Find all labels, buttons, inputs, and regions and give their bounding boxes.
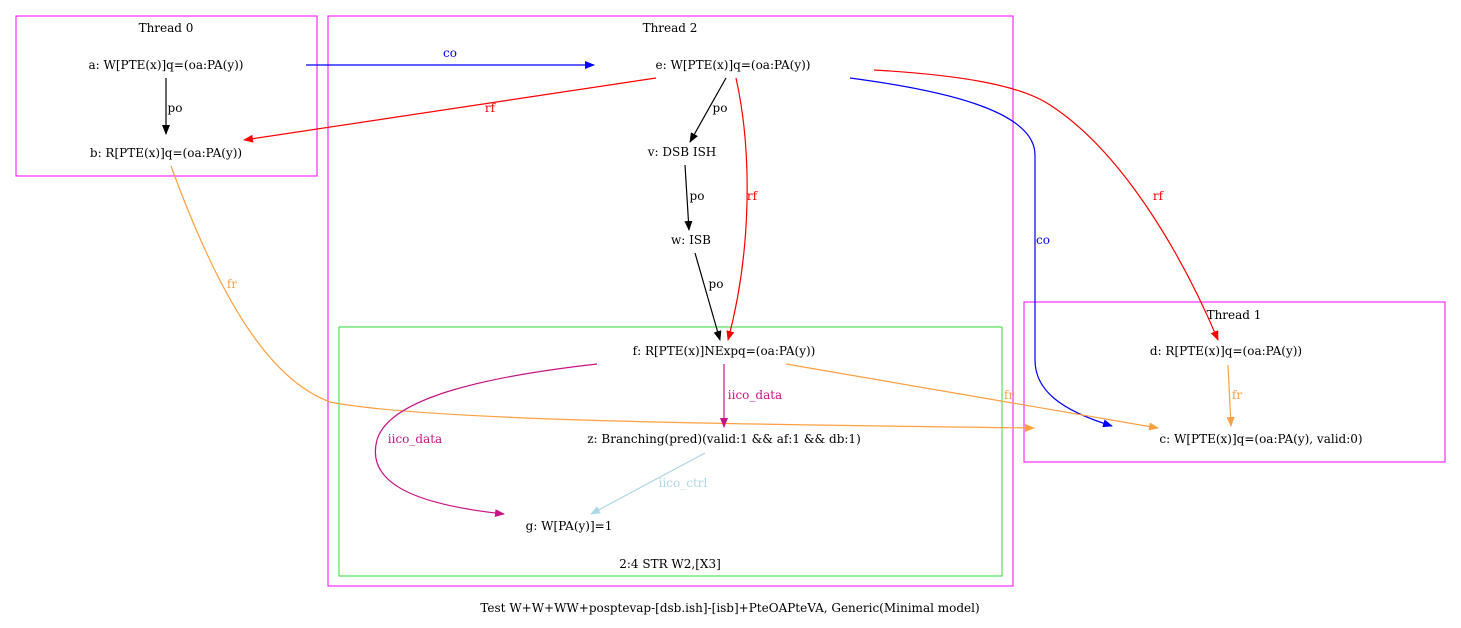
edge-w-f-po-label: po xyxy=(709,277,724,291)
edge-e-d-rf xyxy=(873,69,1219,341)
edge-e-c-co xyxy=(849,77,1113,428)
edge-e-b-rf xyxy=(243,77,657,143)
graph-caption: Test W+W+WW+posptevap-[dsb.ish]-[isb]+Pt… xyxy=(480,601,979,615)
node-z: z: Branching(pred)(valid:1 && af:1 && db… xyxy=(587,432,861,446)
edge-e-d-rf-label: rf xyxy=(1153,189,1165,203)
edge-f-c-fr-label: fr xyxy=(1004,388,1014,402)
thread1-cluster xyxy=(1023,301,1446,463)
edge-e-b-rf-label: rf xyxy=(485,101,497,115)
edge-z-g-iico-ctrl xyxy=(590,452,706,515)
thread2-cluster xyxy=(327,15,1014,587)
thread0-cluster xyxy=(15,15,318,177)
instruction-label: 2:4 STR W2,[X3] xyxy=(619,557,721,571)
edge-d-c-fr xyxy=(1226,364,1235,427)
node-g: g: W[PA(y)]=1 xyxy=(526,519,613,533)
node-v: v: DSB ISH xyxy=(647,145,717,159)
node-e: e: W[PTE(x)]q=(oa:PA(y)) xyxy=(656,58,811,72)
edge-z-g-iico-ctrl-label: iico_ctrl xyxy=(659,476,708,490)
node-c: c: W[PTE(x)]q=(oa:PA(y), valid:0) xyxy=(1159,432,1362,446)
edge-w-f-po xyxy=(694,252,722,341)
node-w: w: ISB xyxy=(671,233,711,247)
edge-f-g-iico-data xyxy=(374,363,598,518)
edge-f-g-iico-data-label: iico_data xyxy=(388,432,442,446)
thread2-label: Thread 2 xyxy=(643,21,698,35)
edge-a-e-co-label: co xyxy=(443,46,457,60)
node-b: b: R[PTE(x)]q=(oa:PA(y)) xyxy=(90,146,242,160)
instruction-cluster xyxy=(338,326,1003,577)
edge-e-c-co-label: co xyxy=(1036,233,1050,247)
edge-b-c-fr xyxy=(170,165,1035,432)
edge-e-f-rf-label: rf xyxy=(747,189,759,203)
edge-e-v-po-label: po xyxy=(713,101,728,115)
edge-a-b-po-label: po xyxy=(168,101,183,115)
edge-d-c-fr-label: fr xyxy=(1232,388,1242,402)
edge-b-c-fr-label: fr xyxy=(227,277,237,291)
thread0-label: Thread 0 xyxy=(139,21,194,35)
thread1-label: Thread 1 xyxy=(1207,308,1262,322)
edge-e-f-rf xyxy=(726,77,748,341)
node-f: f: R[PTE(x)]NExpq=(oa:PA(y)) xyxy=(633,344,816,358)
edge-f-c-fr xyxy=(785,363,1159,431)
edge-v-w-po-label: po xyxy=(690,189,705,203)
node-d: d: R[PTE(x)]q=(oa:PA(y)) xyxy=(1150,344,1302,358)
edge-v-w-po xyxy=(684,164,693,231)
edge-f-z-iico-data-label: iico_data xyxy=(728,388,782,402)
node-a: a: W[PTE(x)]q=(oa:PA(y)) xyxy=(89,58,244,72)
edge-e-v-po xyxy=(689,77,727,143)
